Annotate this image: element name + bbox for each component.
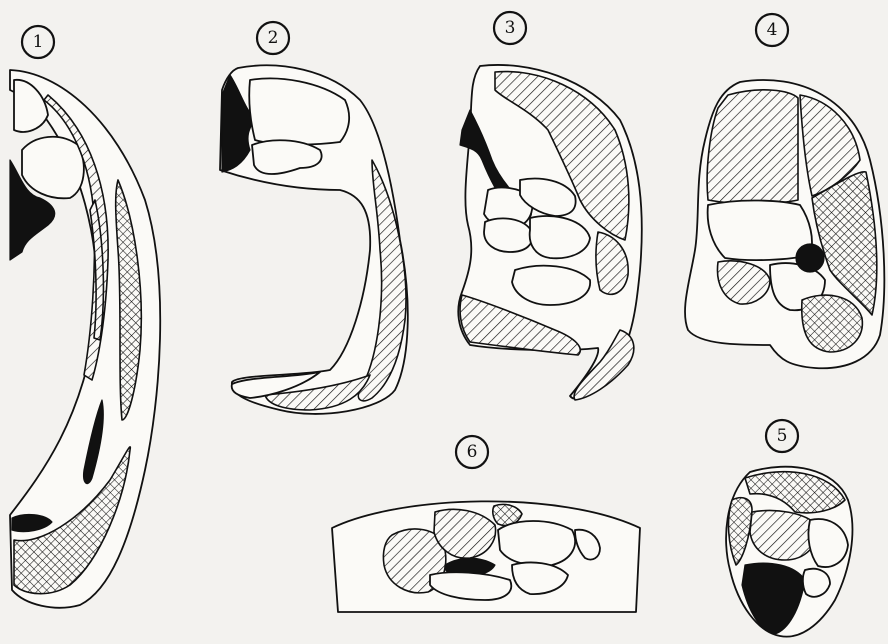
panel-1-label: 1 [33, 32, 44, 52]
panel-6-segment-right [498, 521, 575, 566]
panel-3: 3 [458, 12, 642, 400]
panel-4-crosshatch-lower [802, 295, 863, 352]
panel-1: 1 [10, 26, 160, 608]
panel-4-label: 4 [767, 20, 778, 40]
panel-4-hatched-topleft [707, 90, 798, 204]
panel-1-segment-b [22, 137, 84, 199]
panel-6: 6 [332, 436, 640, 612]
panel-3-label: 3 [505, 18, 516, 38]
panel-5-small-segment [803, 569, 830, 597]
panel-4-center-block [708, 200, 812, 260]
panel-4-dark-spot [796, 244, 824, 272]
panel-3-segment-c [484, 218, 533, 252]
panel-2: 2 [220, 22, 408, 414]
panel-4: 4 [685, 14, 884, 368]
panel-5-label: 5 [777, 426, 788, 446]
panel-5: 5 [726, 420, 852, 637]
panel-6-label: 6 [467, 442, 478, 462]
panel-2-label: 2 [268, 28, 279, 48]
